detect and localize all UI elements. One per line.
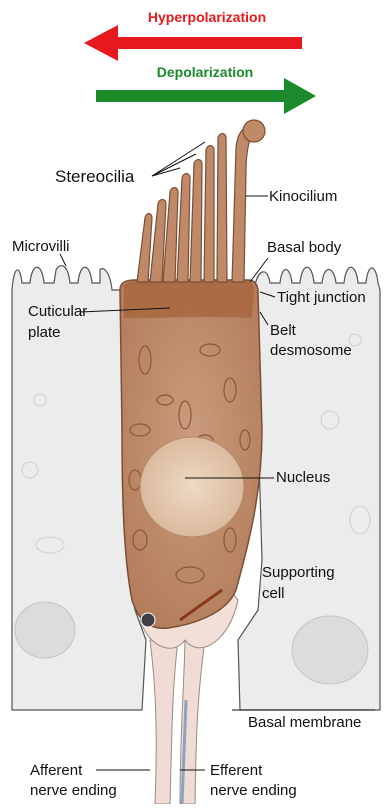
supporting-cell-label-1: Supporting (262, 564, 335, 581)
belt-desmosome-label-2: desmosome (270, 342, 352, 359)
microvilli-label: Microvilli (12, 238, 70, 255)
supporting-nucleus-left (15, 602, 75, 658)
hyperpolarization-label: Hyperpolarization (148, 9, 266, 25)
efferent-label-1: Efferent (210, 762, 263, 779)
stereocilium-7 (217, 134, 227, 283)
afferent-label-2: nerve ending (30, 782, 117, 799)
kinocilium-tip (243, 120, 265, 142)
efferent-nerve (180, 640, 205, 804)
basal-membrane-label: Basal membrane (248, 714, 361, 731)
tight-junction-label: Tight junction (277, 289, 366, 306)
nucleus-label: Nucleus (276, 469, 330, 486)
stereocilium-1 (137, 214, 152, 283)
hyperpolarization-arrow (84, 25, 302, 61)
kinocilium (232, 120, 265, 282)
cuticular-plate-label-1: Cuticular (28, 303, 87, 320)
basal-body-label: Basal body (267, 239, 342, 256)
supporting-cell-label-2: cell (262, 585, 285, 602)
supporting-nucleus-right (292, 616, 368, 684)
afferent-label-1: Afferent (30, 762, 83, 779)
hair-cell (120, 280, 262, 628)
stereocilia-label: Stereocilia (55, 167, 135, 186)
belt-desmosome-label-1: Belt (270, 322, 297, 339)
stereocilium-5 (190, 160, 202, 283)
stereocilium-4 (177, 174, 190, 283)
afferent-nerve (150, 640, 178, 804)
cuticular-plate (124, 281, 254, 318)
depolarization-label: Depolarization (157, 64, 253, 80)
kinocilium-label: Kinocilium (269, 188, 337, 205)
depolarization-arrow (96, 78, 316, 114)
cuticular-plate-label-2: plate (28, 324, 61, 341)
stereocilium-6 (204, 146, 214, 283)
nucleus (140, 437, 244, 537)
efferent-label-2: nerve ending (210, 782, 297, 799)
synaptic-ribbon (141, 613, 155, 627)
stereocilia (137, 134, 227, 283)
